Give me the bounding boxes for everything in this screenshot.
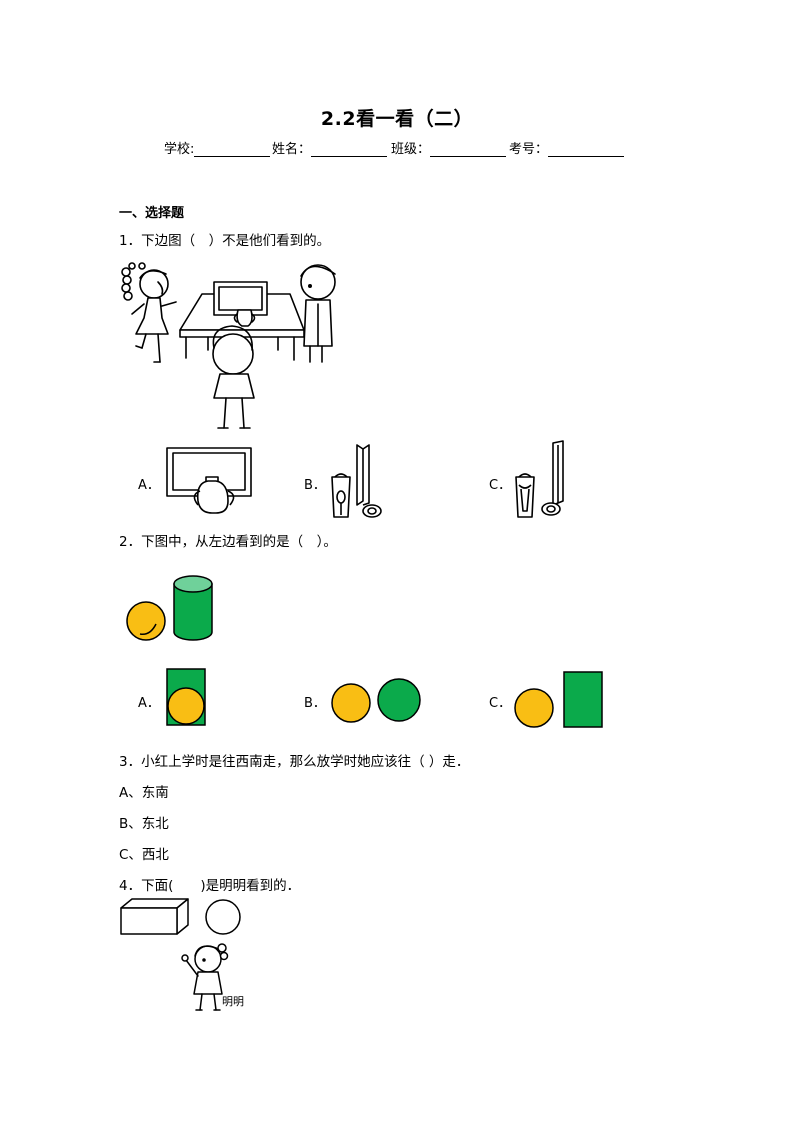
section-heading: 一、选择题: [119, 206, 185, 221]
number-field: 考号：: [509, 138, 625, 157]
question-1-text: 1．下边图（ ）不是他们看到的。: [119, 233, 331, 249]
school-label: 学校:: [164, 142, 195, 157]
class-label: 班级：: [391, 142, 431, 157]
q1-option-a-figure[interactable]: [166, 447, 254, 519]
q2-option-c-label[interactable]: C．: [489, 696, 512, 711]
name-blank[interactable]: [311, 142, 388, 157]
number-blank[interactable]: [548, 142, 625, 157]
q2-option-b-figure[interactable]: [329, 677, 425, 727]
q3-option-b[interactable]: B、东北: [119, 816, 169, 832]
q1-option-c-figure[interactable]: [511, 440, 571, 521]
q3-option-a[interactable]: A、东南: [119, 785, 169, 801]
number-label: 考号：: [509, 142, 549, 157]
question-4-text: 4．下面( )是明明看到的．: [119, 878, 301, 894]
q1-option-b-figure[interactable]: [327, 441, 387, 521]
class-blank[interactable]: [430, 142, 507, 157]
name-label: 姓名：: [272, 142, 312, 157]
q1-option-a-label[interactable]: A．: [138, 478, 160, 493]
school-blank[interactable]: [194, 142, 271, 157]
q2-option-b-label[interactable]: B．: [304, 696, 326, 711]
q2-scene-figure: [126, 575, 213, 641]
q3-option-c[interactable]: C、西北: [119, 847, 169, 863]
q1-option-b-label[interactable]: B．: [304, 478, 326, 493]
q2-option-c-figure[interactable]: [512, 669, 606, 731]
name-field: 姓名：: [272, 138, 388, 157]
page-title: 2.2看一看（二）: [320, 108, 474, 130]
q2-option-a-figure[interactable]: [165, 667, 209, 727]
q1-scene-illustration: [121, 262, 336, 429]
q1-option-c-label[interactable]: C．: [489, 478, 512, 493]
q4-caption: 明明: [222, 995, 244, 1008]
question-2-text: 2．下图中，从左边看到的是（ ）。: [119, 534, 337, 550]
question-3-text: 3．小红上学时是往西南走，那么放学时她应该往（ ）走．: [119, 754, 470, 770]
q4-scene-illustration: [120, 898, 241, 1011]
q2-option-a-label[interactable]: A．: [138, 696, 160, 711]
class-field: 班级：: [391, 138, 507, 157]
school-field: 学校:: [164, 138, 271, 157]
